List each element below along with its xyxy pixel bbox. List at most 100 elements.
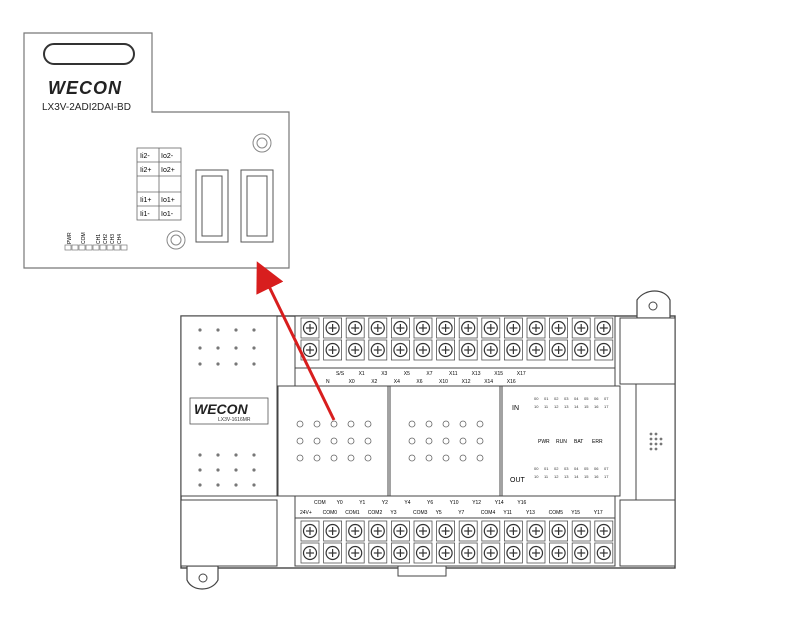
status-in-label: IN [512, 405, 519, 412]
terminal-label: Y2 [382, 500, 388, 506]
io-digit: 10 [534, 404, 539, 409]
terminal-label: COM2 [368, 510, 383, 516]
panel-hole [459, 454, 467, 462]
panel-hole [425, 437, 433, 445]
status-led-bat: BAT [574, 439, 583, 445]
terminal-label: X17 [517, 371, 526, 377]
terminal-label: COM1 [345, 510, 360, 516]
terminal-screw [458, 317, 478, 339]
terminal-ii1-minus: Ii1- [140, 211, 150, 218]
board-led-row [64, 244, 128, 251]
panel-hole [347, 437, 355, 445]
vent-dot [234, 483, 238, 487]
io-digit: 13 [564, 404, 569, 409]
io-digit: 03 [564, 396, 569, 401]
terminal-label: Y13 [526, 510, 535, 516]
vent-dot [198, 483, 202, 487]
io-digit: 07 [604, 396, 609, 401]
io-digit: 00 [534, 396, 539, 401]
status-side-dots [649, 432, 663, 451]
terminal-screw [368, 339, 388, 361]
vent-dot [234, 346, 238, 350]
terminal-screw [594, 520, 614, 542]
board-screw-bottom [166, 230, 186, 250]
bottom-terminals [300, 520, 614, 564]
io-digit: 04 [574, 396, 579, 401]
terminal-screw [503, 542, 523, 564]
plc-right-side [635, 383, 676, 501]
terminal-screw [390, 339, 410, 361]
plc-status-panel [501, 385, 621, 497]
io-digit: 13 [564, 474, 569, 479]
terminal-screw [594, 542, 614, 564]
led-label-ch2: CH2 [103, 234, 109, 244]
terminal-screw [503, 317, 523, 339]
terminal-screw [368, 520, 388, 542]
vent-dot [234, 362, 238, 366]
terminal-screw [503, 339, 523, 361]
terminal-screw [549, 339, 568, 361]
io-digit: 16 [594, 474, 599, 479]
panel-hole [476, 437, 484, 445]
panel-hole [442, 454, 450, 462]
panel-hole [425, 420, 433, 428]
io-digit: 17 [604, 404, 609, 409]
terminal-label: Y11 [503, 510, 512, 516]
board-slot [43, 43, 135, 65]
terminal-screw [526, 542, 546, 564]
io-digit: 15 [584, 404, 589, 409]
io-digit: 02 [554, 396, 559, 401]
terminal-screw [481, 317, 501, 339]
terminal-io1-minus: Io1- [161, 211, 174, 218]
vent-dot [234, 453, 238, 457]
vent-dot [234, 328, 238, 332]
terminal-label: X12 [462, 379, 471, 385]
vent-dot [252, 468, 256, 472]
terminal-label: X4 [394, 379, 400, 385]
io-digit: 17 [604, 474, 609, 479]
terminal-screw [300, 317, 320, 339]
terminal-label: Y3 [390, 510, 396, 516]
terminal-screw [300, 339, 320, 361]
vent-dot [198, 328, 202, 332]
terminal-screw [368, 542, 388, 564]
terminal-label: Y16 [517, 500, 526, 506]
terminal-label: Y7 [458, 510, 464, 516]
led-label-ch3: CH3 [110, 234, 116, 244]
panel-hole [476, 454, 484, 462]
terminal-screw [436, 339, 456, 361]
panel-hole [425, 454, 433, 462]
panel-hole [313, 437, 321, 445]
terminal-screw [549, 520, 568, 542]
vent-dot [216, 346, 220, 350]
vent-dot [216, 483, 220, 487]
io-digit: 05 [584, 466, 589, 471]
panel-hole [296, 420, 304, 428]
terminal-label: Y15 [571, 510, 580, 516]
terminal-screw [413, 542, 433, 564]
panel-hole [330, 437, 338, 445]
panel-hole [347, 454, 355, 462]
panel-hole [364, 437, 372, 445]
terminal-screw [413, 520, 433, 542]
panel-hole [442, 420, 450, 428]
terminal-label: X11 [449, 371, 458, 377]
plc-right-panel [619, 317, 676, 385]
board-model: LX3V-2ADI2DAI-BD [42, 102, 131, 113]
terminal-label: Y1 [359, 500, 365, 506]
terminal-screw [345, 542, 365, 564]
vent-dot [252, 362, 256, 366]
terminal-screw [436, 317, 456, 339]
terminal-screw [368, 317, 388, 339]
status-out-label: OUT [510, 477, 526, 484]
terminal-ii2-minus: Ii2- [140, 153, 150, 160]
status-led-err: ERR [592, 439, 603, 445]
terminal-screw [345, 520, 365, 542]
terminal-label: X14 [484, 379, 493, 385]
board-screw-top [252, 133, 272, 153]
terminal-screw [526, 520, 546, 542]
terminal-screw [345, 339, 365, 361]
